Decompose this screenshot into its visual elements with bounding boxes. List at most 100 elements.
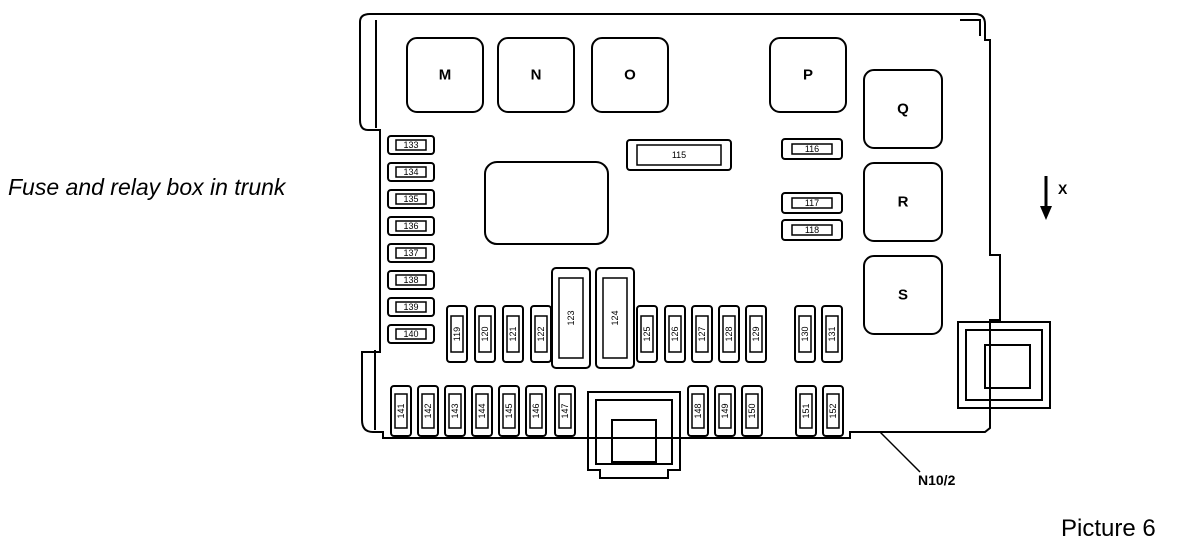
fuse-number: 129 — [751, 326, 761, 341]
fuse-number: 142 — [423, 403, 433, 418]
component-label: N10/2 — [918, 472, 956, 488]
fuse-number: 115 — [672, 150, 686, 160]
relay-label: N — [531, 67, 542, 84]
fuse-number: 120 — [480, 326, 490, 341]
fuse-number: 119 — [452, 327, 462, 341]
fuse-number: 123 — [566, 310, 576, 325]
fuse-143: 143 — [444, 385, 466, 437]
fuse-139: 139 — [387, 297, 435, 317]
tall-fuse-group: 123 124 — [551, 267, 635, 369]
fuse-131: 131 — [821, 305, 843, 363]
fuse-number: 152 — [828, 403, 838, 418]
fuse-135: 135 — [387, 189, 435, 209]
fuse-number: 148 — [693, 403, 703, 418]
left-fuse-column: 133 134 135 136 137 138 139 140 — [387, 135, 435, 344]
fuse-number: 121 — [508, 326, 518, 341]
fuse-150: 150 — [741, 385, 763, 437]
fuse-141: 141 — [390, 385, 412, 437]
fuse-number: 130 — [800, 326, 810, 341]
fuse-146: 146 — [525, 385, 547, 437]
fuse-133: 133 — [387, 135, 435, 155]
fuse-115: 115 — [626, 139, 732, 171]
fuse-number: 126 — [670, 326, 680, 341]
fuse-144: 144 — [471, 385, 493, 437]
fuse-number: 117 — [805, 198, 819, 208]
fuse-148: 148 — [687, 385, 709, 437]
relay-label: S — [898, 287, 908, 304]
fuse-number: 118 — [805, 225, 819, 235]
relay-label: P — [803, 67, 813, 84]
fuse-number: 141 — [396, 403, 406, 418]
fuse-number: 147 — [560, 403, 570, 418]
relay-label: M — [439, 67, 452, 84]
bottom-connector — [587, 391, 681, 479]
relay-s: S — [863, 255, 943, 335]
relay-n: N — [497, 37, 575, 113]
fuse-number: 137 — [403, 248, 418, 258]
fuse-145: 145 — [498, 385, 520, 437]
relay-o: O — [591, 37, 669, 113]
fuse-152: 152 — [822, 385, 844, 437]
fuse-147: 147 — [554, 385, 576, 437]
diagram-caption: Fuse and relay box in trunk — [8, 174, 286, 200]
side-connector — [957, 321, 1051, 409]
fuse-number: 151 — [801, 403, 811, 418]
fuse-121: 121 — [502, 305, 524, 363]
fuse-box-housing — [359, 13, 1001, 439]
fuse-number: 145 — [504, 403, 514, 418]
fuse-134: 134 — [387, 162, 435, 182]
fuse-136: 136 — [387, 216, 435, 236]
fuse-number: 136 — [403, 221, 418, 231]
fuse-151: 151 — [795, 385, 817, 437]
fuse-number: 149 — [720, 403, 730, 418]
fuse-116: 116 — [781, 138, 843, 160]
fuse-number: 135 — [403, 194, 418, 204]
relay-label: O — [624, 67, 636, 84]
middle-fuse-row: 119 120 121 122 125 126 127 128 129 130 131 — [446, 305, 843, 363]
relay-q: Q — [863, 69, 943, 149]
fuse-129: 129 — [745, 305, 767, 363]
fuse-142: 142 — [417, 385, 439, 437]
fuse-125: 125 — [636, 305, 658, 363]
fuse-number: 143 — [450, 403, 460, 418]
relay-label: R — [898, 194, 909, 211]
fuse-number: 128 — [724, 326, 734, 341]
fuse-126: 126 — [664, 305, 686, 363]
fuse-120: 120 — [474, 305, 496, 363]
fuse-137: 137 — [387, 243, 435, 263]
fuse-117: 117 — [781, 192, 843, 214]
fuse-number: 144 — [477, 403, 487, 418]
blank-relay-cover — [484, 161, 609, 245]
fuse-130: 130 — [794, 305, 816, 363]
direction-label: X — [1058, 181, 1068, 197]
direction-arrow: X — [1040, 176, 1068, 220]
relay-p: P — [769, 37, 847, 113]
fuse-number: 124 — [610, 310, 620, 325]
fuse-140: 140 — [387, 324, 435, 344]
picture-number-label: Picture 6 — [1061, 515, 1156, 542]
fuse-number: 125 — [642, 326, 652, 341]
fuse-127: 127 — [691, 305, 713, 363]
component-callout: N10/2 — [879, 431, 956, 488]
fuse-123: 123 — [551, 267, 591, 369]
fuse-number: 138 — [403, 275, 418, 285]
fuse-119: 119 — [446, 305, 468, 363]
fuse-number: 146 — [531, 403, 541, 418]
fuse-128: 128 — [718, 305, 740, 363]
fuse-number: 116 — [805, 144, 819, 154]
fuse-149: 149 — [714, 385, 736, 437]
relay-m: M — [406, 37, 484, 113]
fuse-118: 118 — [781, 219, 843, 241]
fuse-number: 139 — [403, 302, 418, 312]
fuse-number: 131 — [827, 326, 837, 341]
fuse-124: 124 — [595, 267, 635, 369]
bottom-fuse-row: 141 142 143 144 145 146 147 148 149 150 151 152 — [390, 385, 844, 437]
fuse-138: 138 — [387, 270, 435, 290]
maxi-fuse-group: 115 116 117 118 — [626, 138, 843, 241]
relay-r: R — [863, 162, 943, 242]
fuse-number: 140 — [403, 329, 418, 339]
fuse-number: 122 — [536, 326, 546, 341]
relay-group: M N O P Q R S — [406, 37, 943, 335]
fuse-number: 133 — [403, 140, 418, 150]
